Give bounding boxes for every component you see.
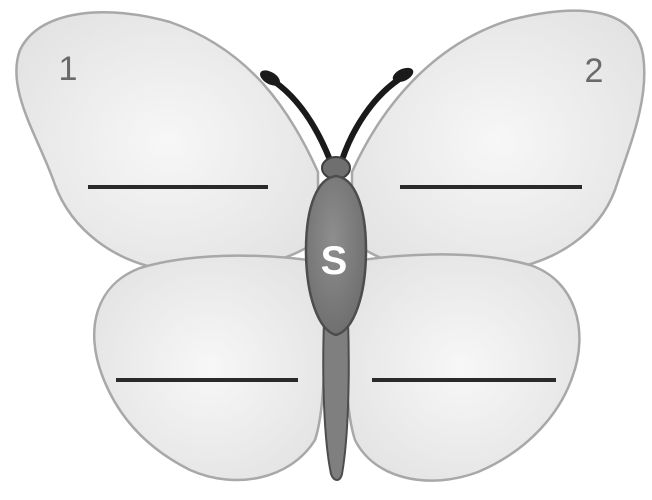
body-letter: S (321, 239, 348, 283)
lower-left-wing (94, 256, 324, 480)
right-wing-number: 2 (585, 52, 604, 90)
upper-right-wing (352, 11, 644, 274)
lower-right-wing (345, 254, 579, 480)
left-wing-number: 1 (59, 50, 78, 88)
butterfly-abdomen (323, 320, 348, 480)
